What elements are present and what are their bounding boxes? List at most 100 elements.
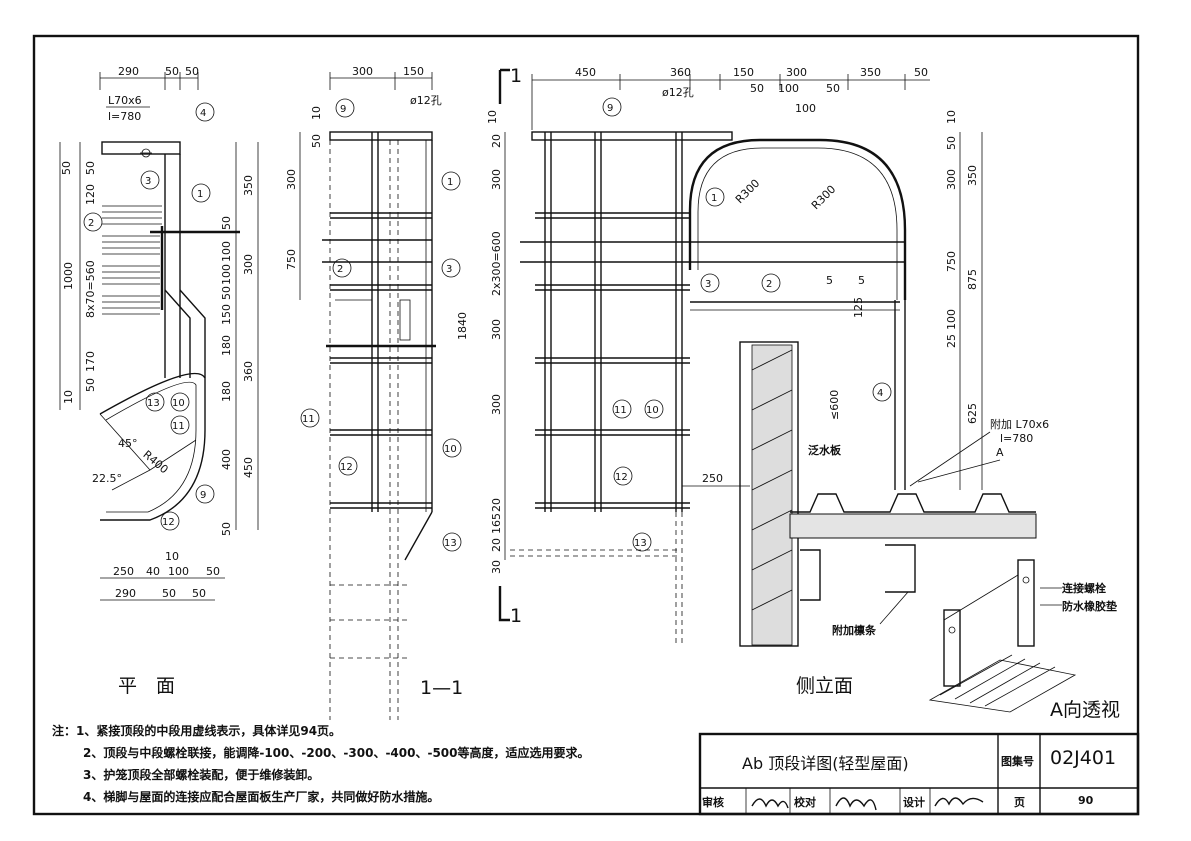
side-dim-left-0: 10 xyxy=(486,110,499,124)
side-dim-top-4: 350 xyxy=(860,66,881,79)
section-dim-top-0: 300 xyxy=(352,65,373,78)
section-callout-12: 12 xyxy=(338,456,358,476)
plan-dim-b1-1: 40 xyxy=(146,565,160,578)
page-label: 页 xyxy=(1014,796,1025,809)
side-dim-top2-0: 50 xyxy=(750,82,764,95)
svg-text:9: 9 xyxy=(607,103,613,114)
sheet-frame xyxy=(32,34,1140,816)
section-callout-13: 13 xyxy=(442,532,462,552)
side-dim-top-3: 300 xyxy=(786,66,807,79)
plan-dim-top-2: 50 xyxy=(185,65,199,78)
side-dim-right-1: 50 xyxy=(945,136,958,150)
plan-dim-top-0: 290 xyxy=(118,65,139,78)
side-dim-top-1: 360 xyxy=(670,66,691,79)
side-dim-left-2: 300 xyxy=(490,169,503,190)
side-dim-right-0: 10 xyxy=(945,110,958,124)
side-dim-right-4: 750 xyxy=(945,251,958,272)
section-title: 1—1 xyxy=(420,677,463,699)
label-bolt: 连接螺栓 xyxy=(1062,581,1106,595)
label-rubber-pad: 防水橡胶垫 xyxy=(1062,599,1117,613)
section-dim-top-1: 150 xyxy=(403,65,424,78)
plan-radius: R400 xyxy=(140,448,170,476)
plan-dim-right-0: 350 xyxy=(242,175,255,196)
svg-text:10: 10 xyxy=(444,444,457,455)
section-dim-left-3: 750 xyxy=(285,249,298,270)
plan-angle-1: 45° xyxy=(118,437,138,450)
plan-dim-right-12: 50 xyxy=(220,522,233,536)
side-title: 侧立面 xyxy=(796,675,853,697)
side-dim-right-6: 100 xyxy=(945,309,958,330)
plan-callout-12: 12 xyxy=(160,511,180,531)
plan-dim-left-4: 1000 xyxy=(62,262,75,290)
side-dim-left-6: 20 xyxy=(490,498,503,512)
plan-dim-right-9: 180 xyxy=(220,381,233,402)
section-callout-2: 2 xyxy=(332,258,352,278)
svg-text:3: 3 xyxy=(145,176,151,187)
svg-text:1: 1 xyxy=(711,193,717,204)
section-callout-11: 11 xyxy=(300,408,320,428)
section-callout-10: 10 xyxy=(442,438,462,458)
label-extra-angle: 附加 L70x6 xyxy=(990,417,1049,431)
note-2: 2、顶段与中段螺栓联接，能调降-100、-200、-300、-400、-500等… xyxy=(83,746,590,760)
plan-dim-b2-2: 50 xyxy=(192,587,206,600)
plan-dim-right-6: 150 xyxy=(220,304,233,325)
side-section-mark-bottom: 1 xyxy=(510,605,522,627)
plan-dim-right-7: 180 xyxy=(220,335,233,356)
section-hole: ø12孔 xyxy=(410,94,442,107)
plan-dim-left-5: 170 xyxy=(84,351,97,372)
side-d250: 250 xyxy=(702,472,723,485)
side-dim-right-8: 625 xyxy=(966,403,979,424)
svg-text:11: 11 xyxy=(172,421,185,432)
plan-dim-b1-2: 100 xyxy=(168,565,189,578)
side-dim-right-7: 25 xyxy=(945,334,958,348)
label-extra-angle-len: l=780 xyxy=(1000,432,1033,445)
svg-text:1: 1 xyxy=(197,189,203,200)
side-callout-4: 4 xyxy=(872,382,892,402)
side-callout-3: 3 xyxy=(700,273,720,293)
plan-dim-b2-0: 290 xyxy=(115,587,136,600)
svg-text:11: 11 xyxy=(302,414,315,425)
plan-dim-right-10: 400 xyxy=(220,449,233,470)
svg-text:3: 3 xyxy=(446,264,452,275)
section-callout-9: 9 xyxy=(335,98,355,118)
svg-text:13: 13 xyxy=(444,538,457,549)
side-dim-left-7: 165 xyxy=(490,513,503,534)
plan-callout-11: 11 xyxy=(170,415,190,435)
plan-dim-left-1: 50 xyxy=(84,161,97,175)
note-4: 4、梯脚与屋面的连接应配合屋面板生产厂家，共同做好防水措施。 xyxy=(83,790,440,804)
plan-dim-left-0: 50 xyxy=(60,161,73,175)
design-label: 设计 xyxy=(903,796,925,809)
plan-callout-2: 2 xyxy=(83,212,103,232)
note-1: 注：1、紧接顶段的中段用虚线表示，具体详见94页。 xyxy=(52,724,342,738)
side-dim-top-5: 50 xyxy=(914,66,928,79)
svg-text:2: 2 xyxy=(88,218,94,229)
svg-text:3: 3 xyxy=(705,279,711,290)
title-block xyxy=(698,732,1140,816)
plan-dim-left-7: 10 xyxy=(62,390,75,404)
plan-angle-2: 22.5° xyxy=(92,472,122,485)
side-d600: ≤600 xyxy=(828,390,841,420)
side-callout-13: 13 xyxy=(632,532,652,552)
side-dim-left-8: 20 xyxy=(490,538,503,552)
plan-callout-10: 10 xyxy=(170,392,190,412)
plan-title: 平 面 xyxy=(118,675,175,697)
side-dim-left-10: 1840 xyxy=(456,312,469,340)
label-flashing: 泛水板 xyxy=(808,443,842,457)
section-callout-3: 3 xyxy=(441,258,461,278)
title-block-title: Ab 顶段详图(轻型屋面) xyxy=(742,754,909,773)
plan-callout-3: 3 xyxy=(140,170,160,190)
svg-text:12: 12 xyxy=(340,462,353,473)
plan-callout-4: 4 xyxy=(195,102,215,122)
plan-dim-right-4: 300 xyxy=(242,254,255,275)
side-dim-left-1: 20 xyxy=(490,134,503,148)
plan-dim-right-11: 450 xyxy=(242,457,255,478)
side-dim-left-3: 2x300=600 xyxy=(490,231,503,296)
perspective-view: A向透视 xyxy=(928,559,1120,721)
section-dim-left-1: 50 xyxy=(310,134,323,148)
plan-dim-b2-1: 50 xyxy=(162,587,176,600)
svg-text:4: 4 xyxy=(200,108,206,119)
plan-dim-left-2: 120 xyxy=(84,184,97,205)
side-hole: ø12孔 xyxy=(662,86,694,99)
svg-text:2: 2 xyxy=(337,264,343,275)
